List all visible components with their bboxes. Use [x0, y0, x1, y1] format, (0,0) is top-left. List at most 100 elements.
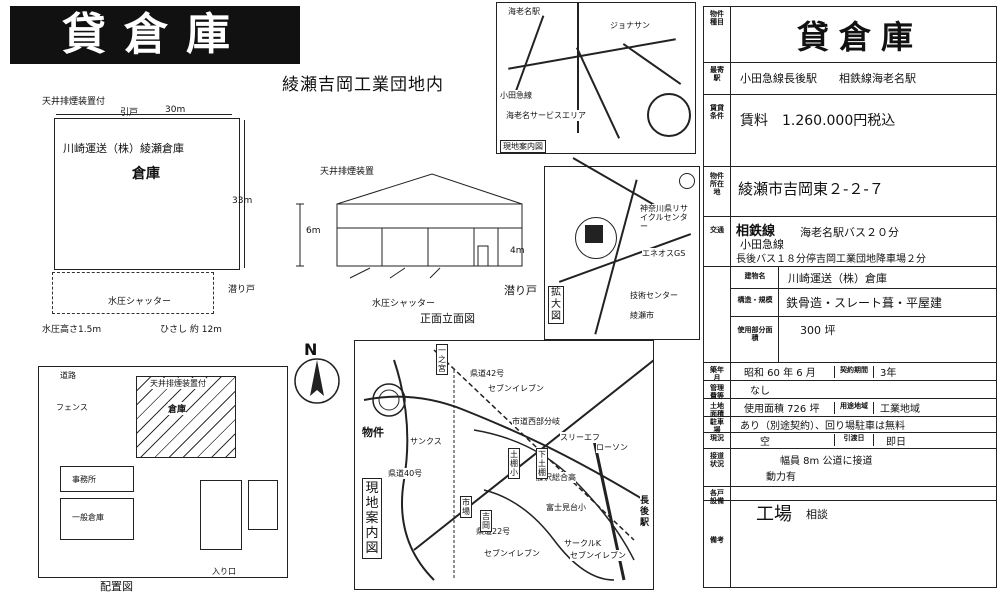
- area-map-seven2: セブンイレブン: [484, 548, 540, 559]
- spec-value-station: 小田急線長後駅 相鉄線海老名駅: [740, 72, 916, 85]
- spec-value-handover: 即日: [886, 437, 906, 448]
- row-divider: [731, 288, 997, 289]
- area-map-school: 藤沢総合高: [536, 472, 576, 483]
- spec-value-land: 使用面積 726 坪: [744, 404, 820, 415]
- elevation-side-door: 潜り戸: [504, 284, 537, 297]
- spec-panel: [703, 6, 997, 588]
- zoom-map: [544, 157, 700, 340]
- row-divider: [703, 486, 997, 487]
- site-plan-frame: [38, 366, 288, 578]
- floor-plan-depth-dim: 33m: [232, 196, 253, 206]
- area-map-seven3: セブンイレブン: [570, 550, 626, 561]
- spec-value-contract: 3年: [880, 368, 897, 379]
- site-plan-building-b: [60, 498, 134, 540]
- elevation-drawing: [296, 173, 523, 279]
- row-divider: [703, 416, 997, 417]
- floor-plan-tenant: 川崎運送（株）綾瀬倉庫: [63, 142, 184, 155]
- spec-key-remarks: 備考: [710, 536, 724, 544]
- area-map-sunkus: サンクス: [410, 436, 442, 447]
- floor-plan-shutter: 水圧シャッター: [108, 297, 172, 307]
- area-map-road40: 県道40号: [388, 468, 423, 479]
- compass-icon: [294, 358, 340, 404]
- site-plan-road: 道路: [60, 371, 76, 380]
- row-divider: [703, 62, 997, 63]
- elevation-height-6: 6m: [306, 226, 321, 236]
- spec-key-contract: 契約期間: [834, 366, 874, 378]
- area-map: [354, 340, 654, 590]
- spec-key-handover: 引渡日: [834, 434, 874, 446]
- row-divider: [703, 380, 997, 381]
- row-divider: [703, 432, 997, 433]
- area-map-tag-doi: 土棚小: [508, 448, 520, 479]
- spec-key-fee: 管理費等: [710, 384, 724, 400]
- site-plan-entrance: 入り口: [212, 567, 236, 576]
- building-subheader-column: [731, 266, 779, 362]
- zoom-map-label-d: 綾瀬市: [630, 310, 654, 321]
- row-divider: [703, 166, 997, 167]
- site-plan-warehouse-area: [136, 376, 236, 458]
- area-map-fujimi: 富士見台小: [546, 502, 586, 513]
- zoom-map-label-c: 技術センター: [630, 290, 678, 301]
- elevation-height-4: 4m: [510, 246, 525, 256]
- site-plan-building-d: [248, 480, 278, 530]
- floor-plan-side-door: 潜り戸: [228, 285, 256, 295]
- elevation-vent-label: 天井排煙装置: [320, 167, 375, 177]
- row-divider: [703, 216, 997, 217]
- site-plan-building-a: [60, 466, 134, 492]
- area-map-roads: [363, 349, 654, 581]
- spec-key-parking: 駐車場: [710, 418, 724, 434]
- page-title: 貸倉庫: [10, 6, 300, 64]
- spec-title: 貸倉庫: [796, 18, 923, 56]
- row-divider: [703, 500, 997, 501]
- spec-key-equipment: 各戸設備: [710, 489, 724, 505]
- floor-plan-shutter-height: 水圧高さ1.5m: [42, 325, 102, 335]
- spec-key-road: 接道状況: [710, 452, 724, 468]
- area-map-seven1: セブンイレブン: [488, 383, 544, 394]
- elevation-caption: 正面立面図: [420, 312, 475, 325]
- spec-value-rent: 賃料 1.260.000円税込: [740, 113, 896, 129]
- small-map-rest-area: 海老名サービスエリア: [506, 110, 586, 121]
- area-map-circlek: サークルK: [564, 538, 602, 549]
- site-plan-vent: 天井排煙装置付: [150, 378, 206, 389]
- row-divider: [703, 266, 997, 267]
- spec-value-structure: 鉄骨造・スレート葺・平屋建: [786, 296, 943, 310]
- row-divider: [731, 316, 997, 317]
- floor-plan-vent-label: 天井排煙装置付: [42, 97, 106, 107]
- spec-value-status: 空: [760, 437, 770, 448]
- spec-key-type: 物件種目: [710, 10, 724, 26]
- spec-header-column: [703, 6, 731, 588]
- area-map-tag-ichiba: 市場: [460, 496, 472, 518]
- row-divider: [703, 94, 997, 95]
- spec-value-address: 綾瀬市吉岡東２‐２‐７: [738, 180, 884, 198]
- site-plan-warehouse: 倉庫: [168, 402, 187, 415]
- area-map-property: 物件: [362, 426, 384, 439]
- spec-key-status: 現況: [710, 434, 724, 442]
- spec-key-station: 最寄駅: [710, 66, 724, 82]
- spec-value-remarks-note: 相談: [806, 508, 828, 521]
- floor-plan-door-dim: 引戸: [120, 108, 139, 118]
- area-map-road42: 県道42号: [470, 368, 505, 379]
- spec-value-built: 昭和 60 年 6 月: [744, 368, 816, 379]
- small-map-caption: 現地案内図: [500, 140, 546, 153]
- zoom-map-label-b: エネオスGS: [642, 248, 686, 259]
- area-map-tag-ichinomiya: 一之宮: [436, 344, 448, 375]
- spec-value-road: 幅員 8m 公道に接道: [780, 456, 873, 467]
- subtitle: 綾瀬吉岡工業団地内: [282, 75, 444, 95]
- site-plan-building-c: [200, 480, 242, 550]
- row-divider: [703, 362, 997, 363]
- row-divider: [703, 398, 997, 399]
- width-dimension-line: [56, 114, 232, 115]
- floor-plan-outline: [54, 118, 240, 270]
- compass-north-label: N: [304, 340, 318, 359]
- spec-value-transport-line-b: 小田急線: [740, 238, 784, 251]
- spec-value-parking: あり（別途契約）、回り場駐車は無料: [740, 421, 905, 432]
- spec-value-remarks: 工場: [756, 504, 792, 525]
- floor-plan-eaves: ひさし 約 12m: [160, 325, 222, 335]
- spec-key-zoning: 用途地域: [834, 402, 874, 414]
- spec-key-land: 土地面積: [710, 402, 724, 418]
- small-map-line: 小田急線: [500, 90, 532, 101]
- area-map-road22: 県道22号: [476, 526, 511, 537]
- small-location-map: [496, 2, 696, 154]
- site-plan-building-b-label: 一般倉庫: [72, 513, 104, 522]
- small-map-station: 海老名駅: [508, 6, 540, 17]
